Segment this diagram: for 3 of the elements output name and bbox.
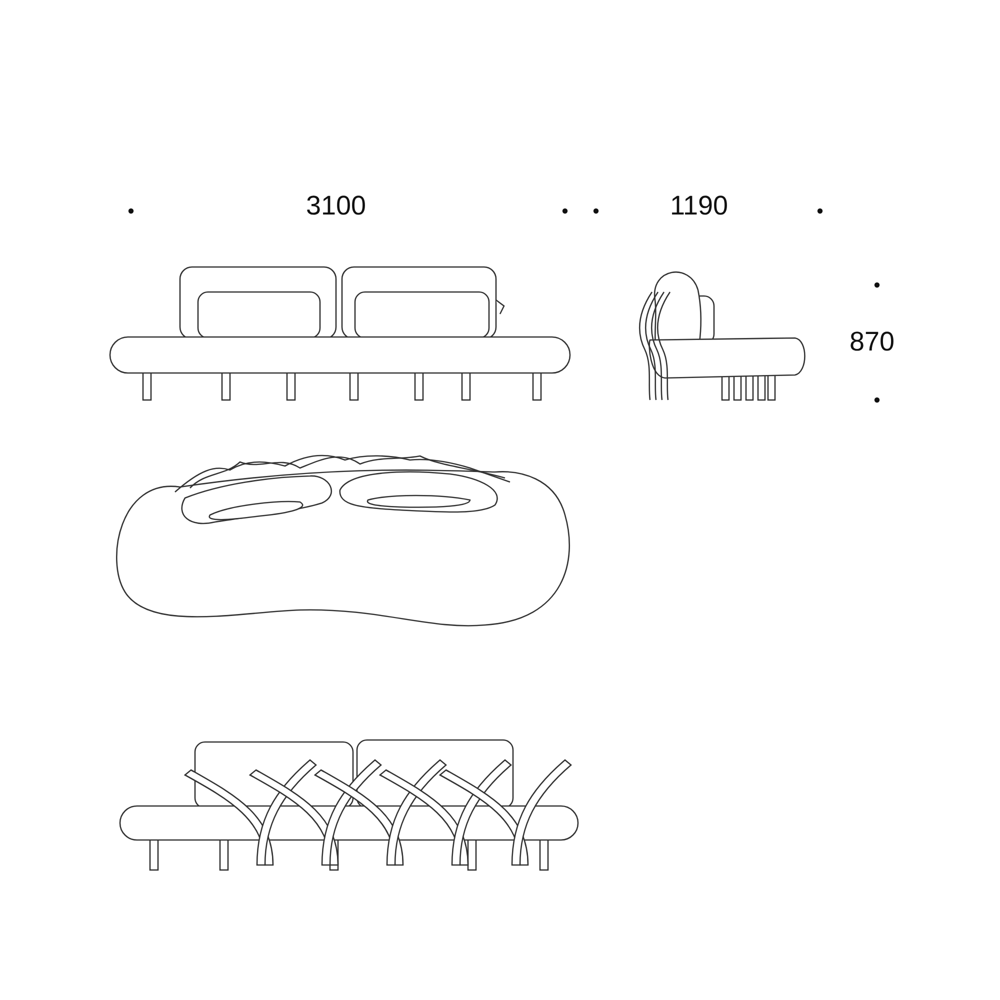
dimension-label: 1190 <box>670 192 728 220</box>
dimension-label: 870 <box>849 328 895 356</box>
dimension-label: 3100 <box>306 192 366 220</box>
